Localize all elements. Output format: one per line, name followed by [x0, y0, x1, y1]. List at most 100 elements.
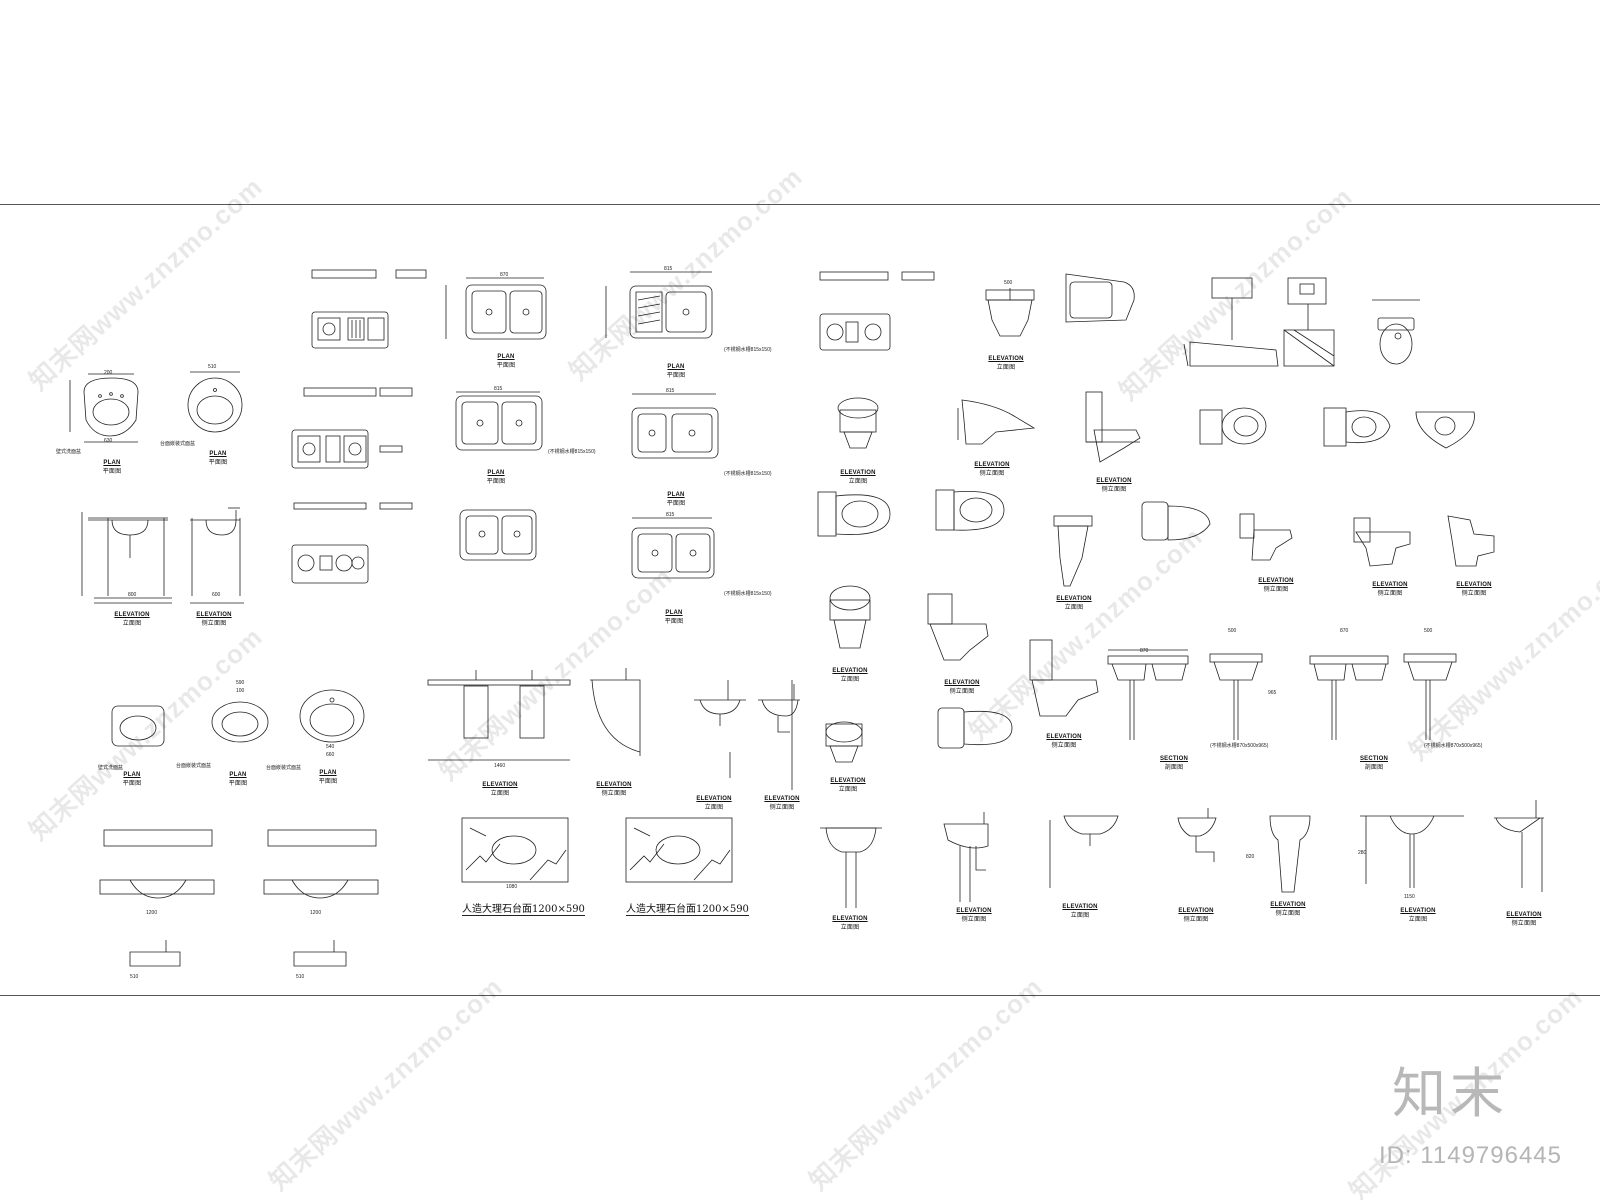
note-counter-basin-2: 台面嵌装式面盆	[176, 763, 212, 769]
dim-text: 815	[666, 388, 675, 394]
dim-text: 870	[500, 272, 509, 278]
dim-text: 1460	[494, 763, 506, 769]
dim-text: 815	[494, 386, 503, 392]
note-steel-sink-6: (不锈钢水槽870x500x965)	[1424, 743, 1483, 749]
wall-basin-side-3	[1177, 808, 1217, 862]
image-id-text: ID: 1149796445	[1378, 1142, 1562, 1169]
toilet-plan-7	[937, 707, 1013, 749]
toilet-side-5	[1353, 517, 1411, 567]
toilet-front-2	[1053, 515, 1093, 587]
toilet-plan-3	[1323, 407, 1391, 447]
dim-text: 500	[1004, 280, 1013, 286]
sink-plan-6	[631, 517, 715, 579]
dim-text: 1200	[146, 910, 158, 916]
double-vanity-elevation	[427, 670, 571, 761]
marble-top-caption-1: 人造大理石台面1200×590	[462, 900, 585, 916]
note-wall-basin: 壁式洗面盆	[56, 449, 82, 455]
sink-plan-1	[445, 277, 547, 340]
note-steel-sink-4: (不锈钢水槽815x150)	[724, 591, 772, 597]
toilet-side-7	[1029, 639, 1099, 717]
wall-basin-elevation	[81, 512, 172, 604]
dim-text: 630	[104, 438, 113, 444]
dim-text: 815	[664, 266, 673, 272]
dim-text: 815	[666, 512, 675, 518]
toilet-side-6	[927, 593, 989, 661]
pedestal-basin-elevation-1	[820, 827, 882, 908]
dim-text: 1200	[310, 910, 322, 916]
toilet-side-3	[1141, 501, 1211, 541]
dim-text: 820	[1246, 854, 1255, 860]
toilet-plan-6	[935, 489, 1005, 531]
wall-basin-side-2	[758, 680, 800, 790]
drawing-frame	[0, 204, 1600, 996]
stove-group-1	[311, 269, 427, 349]
note-steel-sink-5: (不锈钢水槽870x500x965)	[1210, 743, 1269, 749]
dim-text: 100	[236, 688, 245, 694]
wall-basin-plan-2	[111, 705, 165, 747]
toilet-plan-2	[1199, 407, 1267, 445]
counter-basin-plan-3	[299, 689, 365, 743]
marble-top-2	[625, 817, 733, 883]
dim-text: 870	[1140, 648, 1149, 654]
stove-group-2	[291, 387, 413, 469]
note-counter-basin: 台面嵌装式面盆	[160, 441, 196, 447]
double-sink-section-2	[1309, 655, 1389, 740]
note-steel-sink-1: (不锈钢水槽815x150)	[724, 347, 772, 353]
sink-plan-5	[459, 509, 537, 561]
sink-plan-3	[455, 391, 543, 451]
note-wall-basin-2: 壁式洗面盆	[98, 765, 124, 771]
toilet-plan-1	[1065, 273, 1135, 323]
basin-side-elevation	[190, 507, 244, 604]
note-steel-sink-3: (不锈钢水槽815x150)	[724, 471, 772, 477]
vanity-section-2	[293, 940, 347, 967]
note-counter-basin-3: 台面嵌装式面盆	[266, 765, 302, 771]
stove-group-3	[291, 502, 413, 584]
wall-basin-elevation-4	[1360, 815, 1464, 888]
wall-basin-side-4	[1494, 800, 1544, 892]
dim-text: 510	[296, 974, 305, 980]
wall-basin-elevation-2	[694, 680, 746, 778]
wall-toilet-section	[1183, 277, 1279, 367]
vanity-top-plan-2	[263, 829, 379, 899]
bidet-side	[1447, 515, 1495, 567]
dim-text: 510	[130, 974, 139, 980]
dim-text: 590	[236, 680, 245, 686]
wall-toilet-side	[1283, 277, 1335, 367]
wall-basin-plan	[69, 373, 139, 443]
toilet-front-1	[837, 397, 879, 449]
dim-text: 660	[326, 752, 335, 758]
vanity-side-elevation	[590, 668, 641, 756]
